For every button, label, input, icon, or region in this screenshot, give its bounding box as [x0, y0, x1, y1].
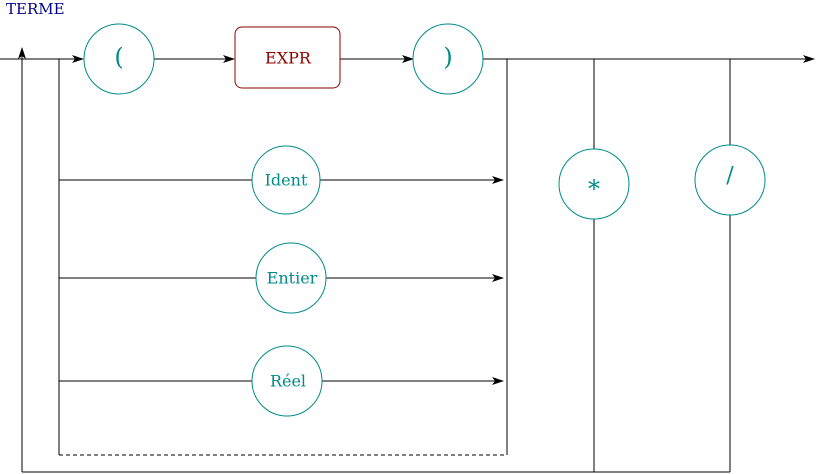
expr-node	[234, 26, 341, 89]
connector-lines	[0, 47, 815, 473]
entier-label: Entier	[267, 269, 318, 288]
ident-label: Ident	[265, 171, 308, 190]
times-node	[558, 148, 630, 220]
lparen-node	[83, 23, 155, 95]
divide-label: /	[726, 164, 734, 189]
divide-node	[694, 144, 766, 216]
reel-label: Réel	[270, 372, 306, 391]
rparen-node	[412, 23, 484, 95]
ident-node	[251, 145, 321, 215]
diagram-title: TERME	[6, 0, 65, 18]
expr-label: EXPR	[265, 49, 312, 68]
rparen-label: )	[443, 43, 452, 71]
entier-node	[255, 242, 327, 314]
times-label: *	[588, 175, 600, 203]
lparen-label: (	[114, 43, 123, 71]
reel-node	[251, 345, 323, 417]
